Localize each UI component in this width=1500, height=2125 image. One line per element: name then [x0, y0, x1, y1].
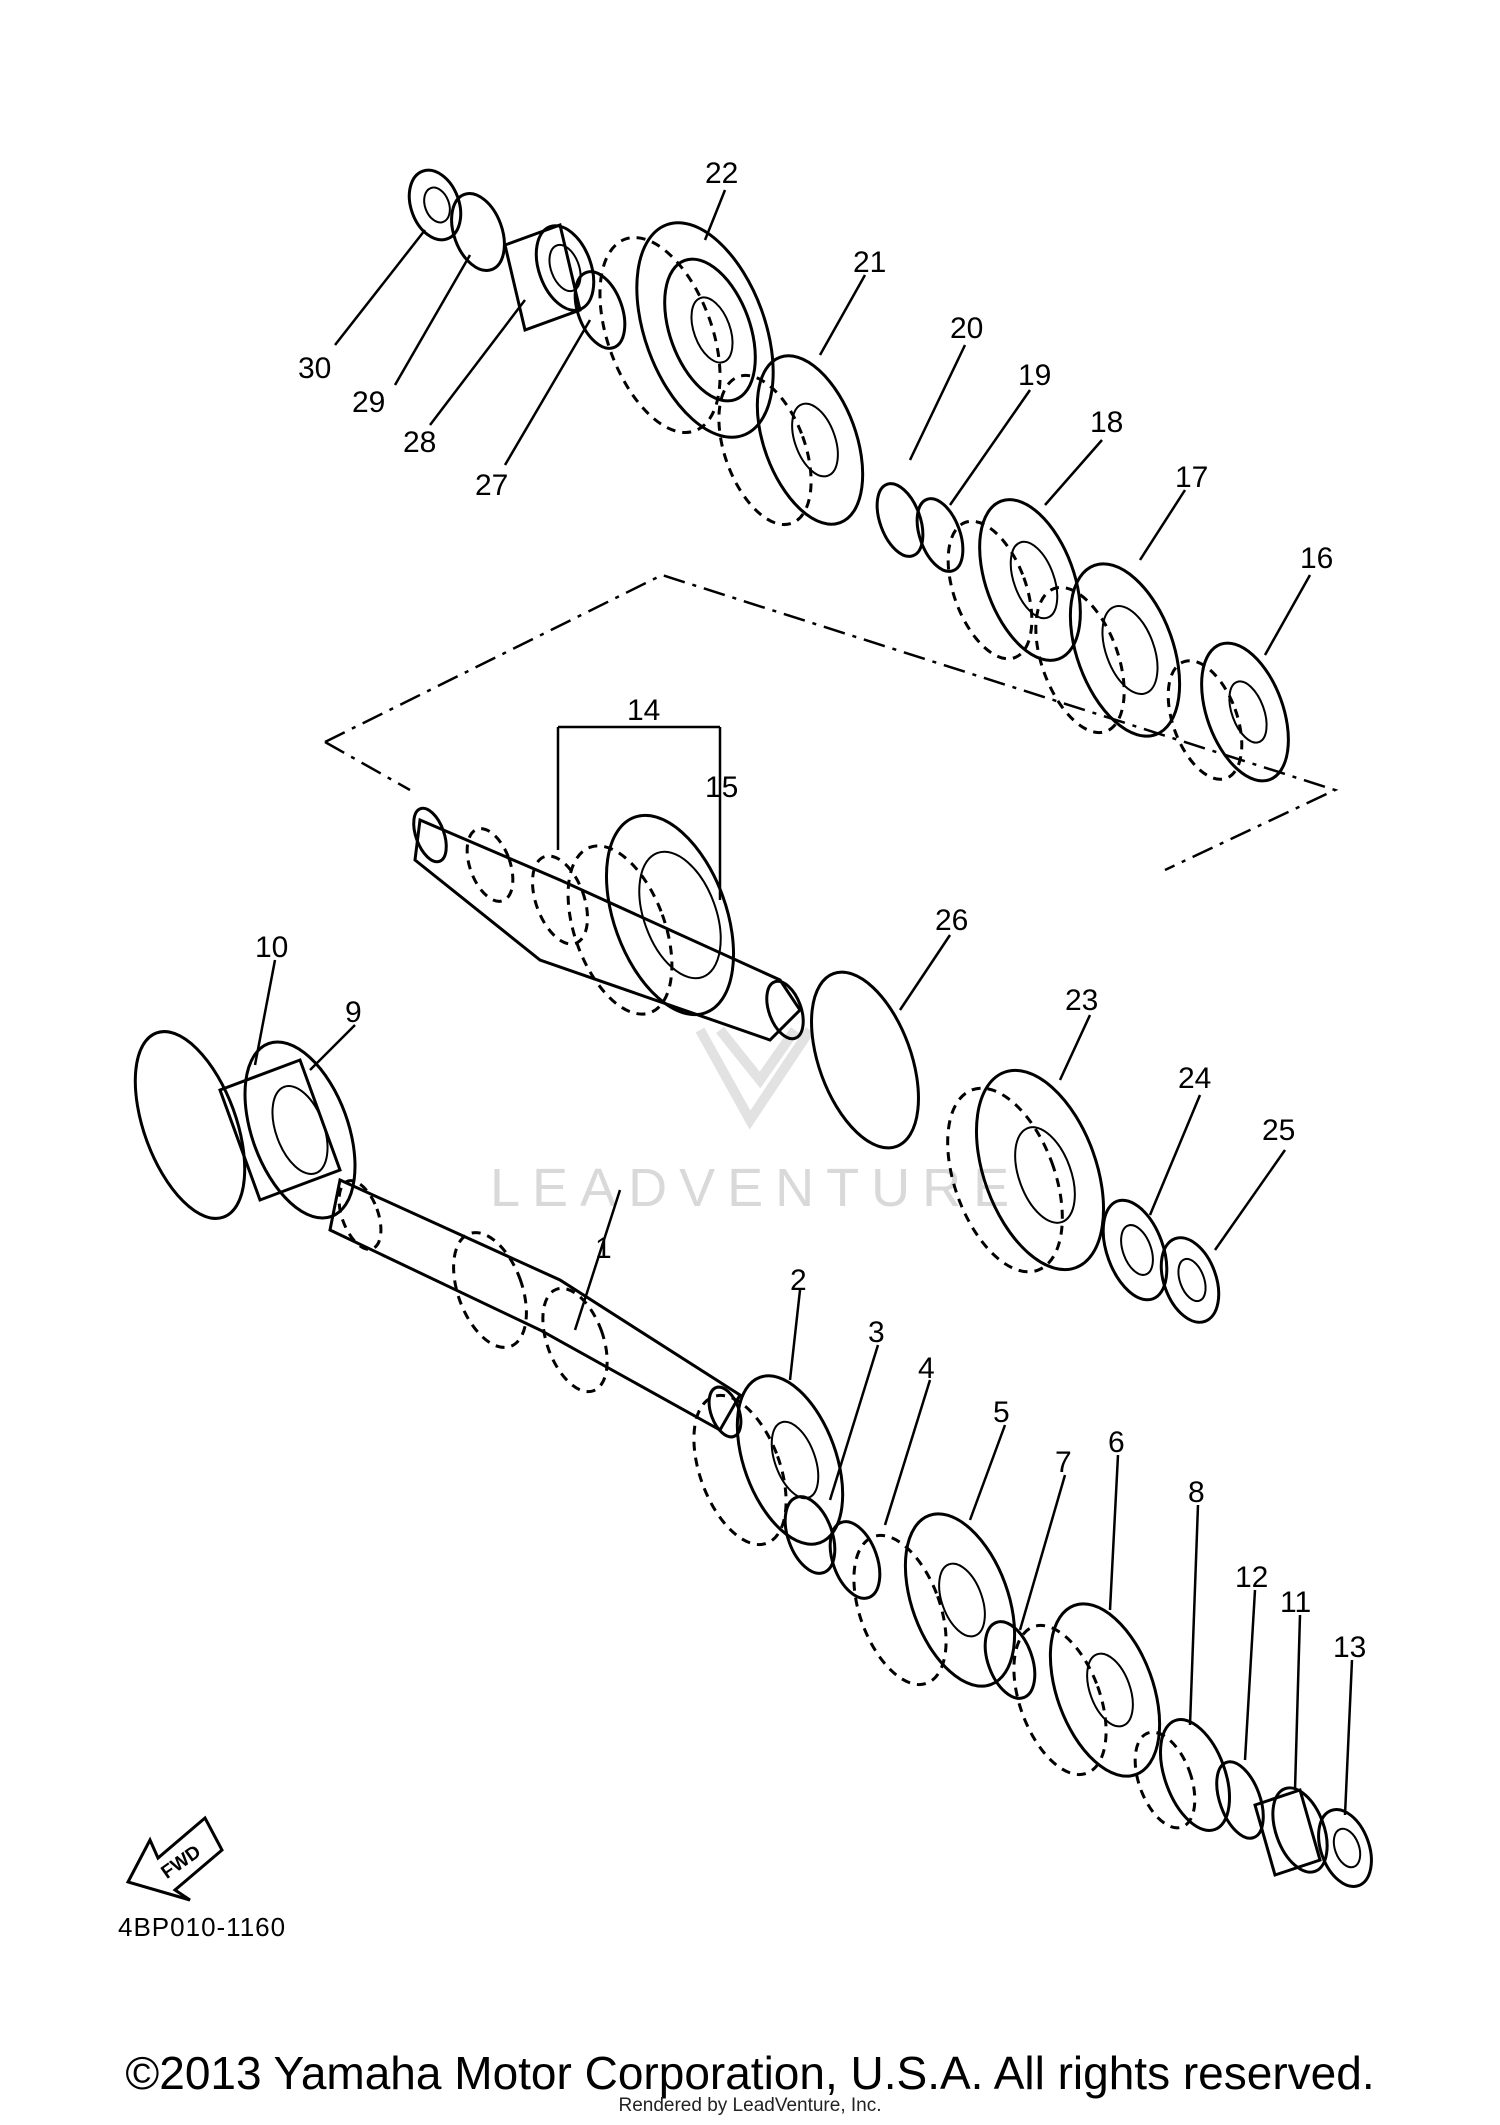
callout-6: 6	[1108, 1426, 1125, 1459]
callout-1: 1	[595, 1232, 612, 1265]
leader-lines	[253, 189, 1354, 1816]
callout-7: 7	[1055, 1446, 1072, 1479]
part-25-nut	[1159, 1236, 1221, 1324]
callout-28: 28	[403, 426, 436, 459]
rendered-by-text: Rendered by LeadVenture, Inc.	[618, 2095, 882, 2116]
part-10-circlip	[133, 1030, 247, 1220]
part-6-gear	[1012, 1602, 1162, 1778]
callout-25: 25	[1262, 1114, 1295, 1147]
callout-2: 2	[790, 1264, 807, 1297]
callout-5: 5	[993, 1396, 1010, 1429]
callout-12: 12	[1235, 1561, 1268, 1594]
callout-30: 30	[298, 352, 331, 385]
part-4-circlip	[828, 1520, 882, 1600]
part-12-circlip	[1215, 1760, 1265, 1840]
callout-18: 18	[1090, 406, 1123, 439]
callout-19: 19	[1018, 359, 1051, 392]
callout-21: 21	[853, 246, 886, 279]
callout-20: 20	[950, 312, 983, 345]
callout-15: 15	[705, 771, 738, 804]
part-18-gear	[946, 498, 1082, 662]
callout-26: 26	[935, 904, 968, 937]
part-14-drive-axle	[412, 806, 805, 1042]
callout-16: 16	[1300, 542, 1333, 575]
callout-14: 14	[627, 694, 660, 727]
part-11-bearing	[1253, 1786, 1329, 1877]
part-8-gear	[1133, 1718, 1231, 1832]
part-17-gear	[1034, 562, 1182, 738]
callout-9: 9	[345, 996, 362, 1029]
watermark: LEADVENTURE	[490, 1026, 1021, 1218]
part-21-gear	[717, 354, 865, 527]
part-19-washer	[915, 497, 965, 573]
callout-27: 27	[475, 469, 508, 502]
callout-22: 22	[705, 157, 738, 190]
callout-23: 23	[1065, 984, 1098, 1017]
assembly-outline	[324, 573, 1339, 872]
callout-29: 29	[352, 386, 385, 419]
part-9-bearing	[218, 1040, 357, 1220]
part-16-gear	[1166, 641, 1290, 783]
callout-17: 17	[1175, 461, 1208, 494]
callout-13: 13	[1333, 1631, 1366, 1664]
part-1-main-axle	[328, 1177, 743, 1439]
watermark-text: LEADVENTURE	[490, 1158, 1021, 1218]
assembly-outline-left	[324, 740, 411, 792]
part-20-circlip	[875, 482, 925, 558]
part-3-washer	[783, 1495, 837, 1575]
part-7-washer	[983, 1620, 1037, 1700]
part-22-gear	[598, 221, 775, 439]
callout-11: 11	[1280, 1586, 1311, 1619]
part-30-oil-seal	[407, 168, 463, 242]
fwd-arrow-icon: FWD	[125, 1815, 224, 1902]
callout-labels: 1 2 3 4 5 6 7 8 9 10 11 12 13 14 15 16 1…	[255, 157, 1366, 1664]
part-23-sprocket	[946, 1068, 1106, 1274]
diagram-code: 4BP010-1160	[118, 1912, 287, 1942]
part-26-circlip	[810, 970, 920, 1150]
part-28-bearing	[503, 223, 596, 332]
callout-24: 24	[1178, 1062, 1211, 1095]
part-5-gear	[852, 1512, 1017, 1688]
part-27-washer	[573, 270, 627, 350]
callout-3: 3	[868, 1316, 885, 1349]
callout-4: 4	[918, 1352, 935, 1385]
part-24-lock-washer	[1101, 1198, 1169, 1302]
callout-10: 10	[255, 931, 288, 964]
part-13-oil-seal	[1317, 1808, 1373, 1888]
callout-8: 8	[1188, 1476, 1205, 1509]
copyright-text: ©2013 Yamaha Motor Corporation, U.S.A. A…	[125, 2047, 1375, 2099]
part-29-circlip	[450, 192, 506, 272]
